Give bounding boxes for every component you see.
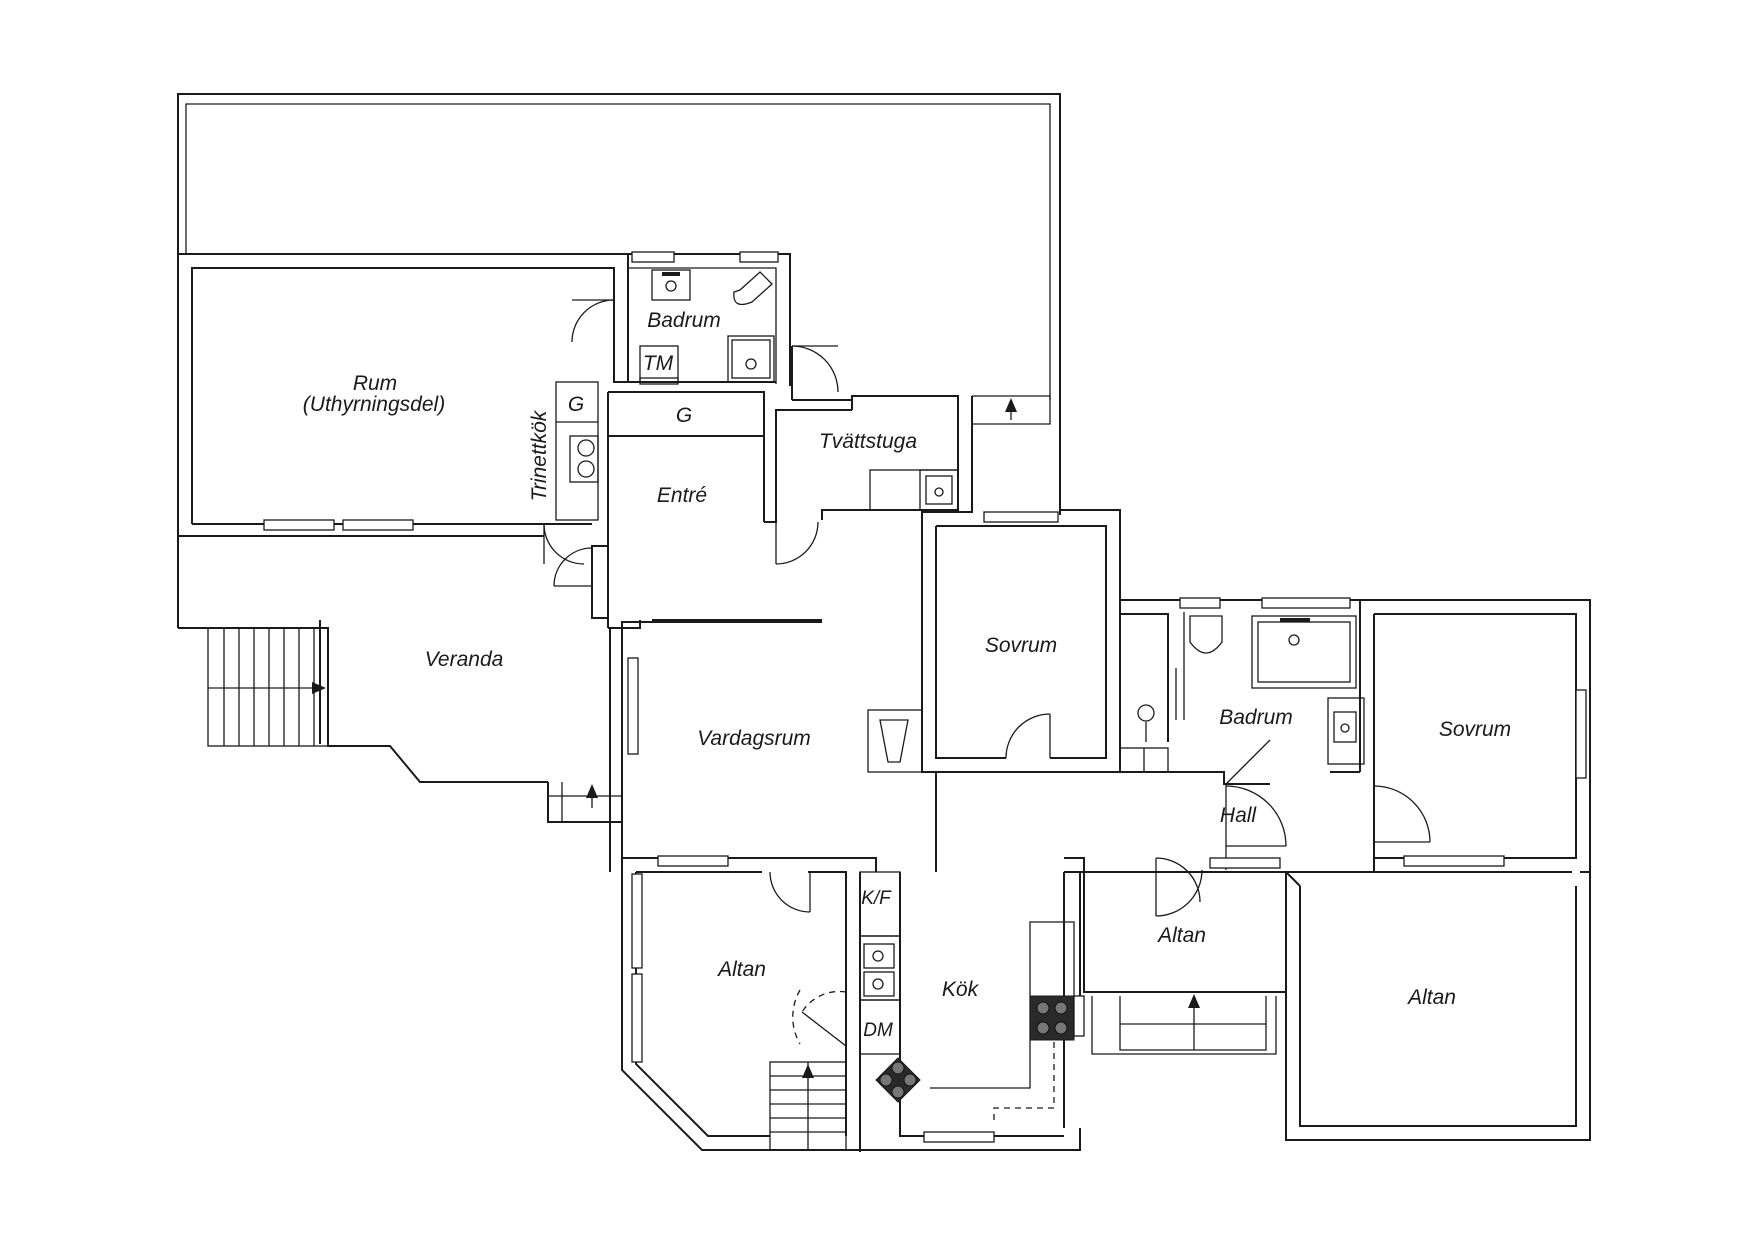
- rental-room-windows: [263, 519, 414, 531]
- label-vardagsrum: Vardagsrum: [697, 727, 811, 750]
- label-kf: K/F: [861, 888, 892, 909]
- bathroom-top: [571, 251, 791, 386]
- label-hall: Hall: [1220, 804, 1258, 827]
- label-tvattstuga: Tvättstuga: [819, 430, 917, 453]
- bathroom-right: [1119, 597, 1365, 785]
- label-tm: TM: [643, 352, 674, 375]
- kitchenette: [555, 381, 599, 521]
- altan-left: [621, 855, 860, 1151]
- label-badrum-right: Badrum: [1219, 706, 1293, 729]
- fireplace: [867, 709, 923, 773]
- entrance: [543, 391, 765, 628]
- label-veranda: Veranda: [425, 648, 504, 671]
- altan-right: [1285, 855, 1591, 1141]
- label-g-entre: G: [676, 404, 692, 427]
- label-kok: Kök: [942, 978, 980, 1001]
- roof-stair: [971, 395, 1051, 425]
- label-dm: DM: [863, 1020, 893, 1041]
- living-room: [607, 546, 1572, 1152]
- hall: [1063, 784, 1374, 1128]
- bedroom-left: [921, 396, 1121, 773]
- label-g-small: G: [568, 393, 584, 416]
- laundry-room: [764, 345, 959, 565]
- veranda-stair: [207, 627, 329, 747]
- label-trinettkok: Trinettkök: [528, 409, 551, 501]
- label-altan-left: Altan: [716, 958, 766, 981]
- label-altan-mid: Altan: [1156, 924, 1206, 947]
- roof-terrace-outline: [177, 93, 1061, 628]
- kitchen: [859, 871, 1085, 1151]
- room-labels: Rum (Uthyrningsdel) Trinettkök G Badrum …: [303, 309, 1511, 1041]
- label-sovrum-left: Sovrum: [985, 634, 1057, 657]
- label-rum: Rum: [353, 372, 397, 395]
- veranda: [178, 620, 623, 823]
- label-altan-right: Altan: [1406, 986, 1456, 1009]
- label-entre: Entré: [657, 484, 707, 507]
- label-badrum-top: Badrum: [647, 309, 721, 332]
- bedroom-right: [1360, 599, 1591, 873]
- altan-left-stair: [769, 1061, 847, 1151]
- label-rum-sub: (Uthyrningsdel): [303, 393, 445, 416]
- label-sovrum-right: Sovrum: [1439, 718, 1511, 741]
- altan-mid: [1064, 857, 1287, 1055]
